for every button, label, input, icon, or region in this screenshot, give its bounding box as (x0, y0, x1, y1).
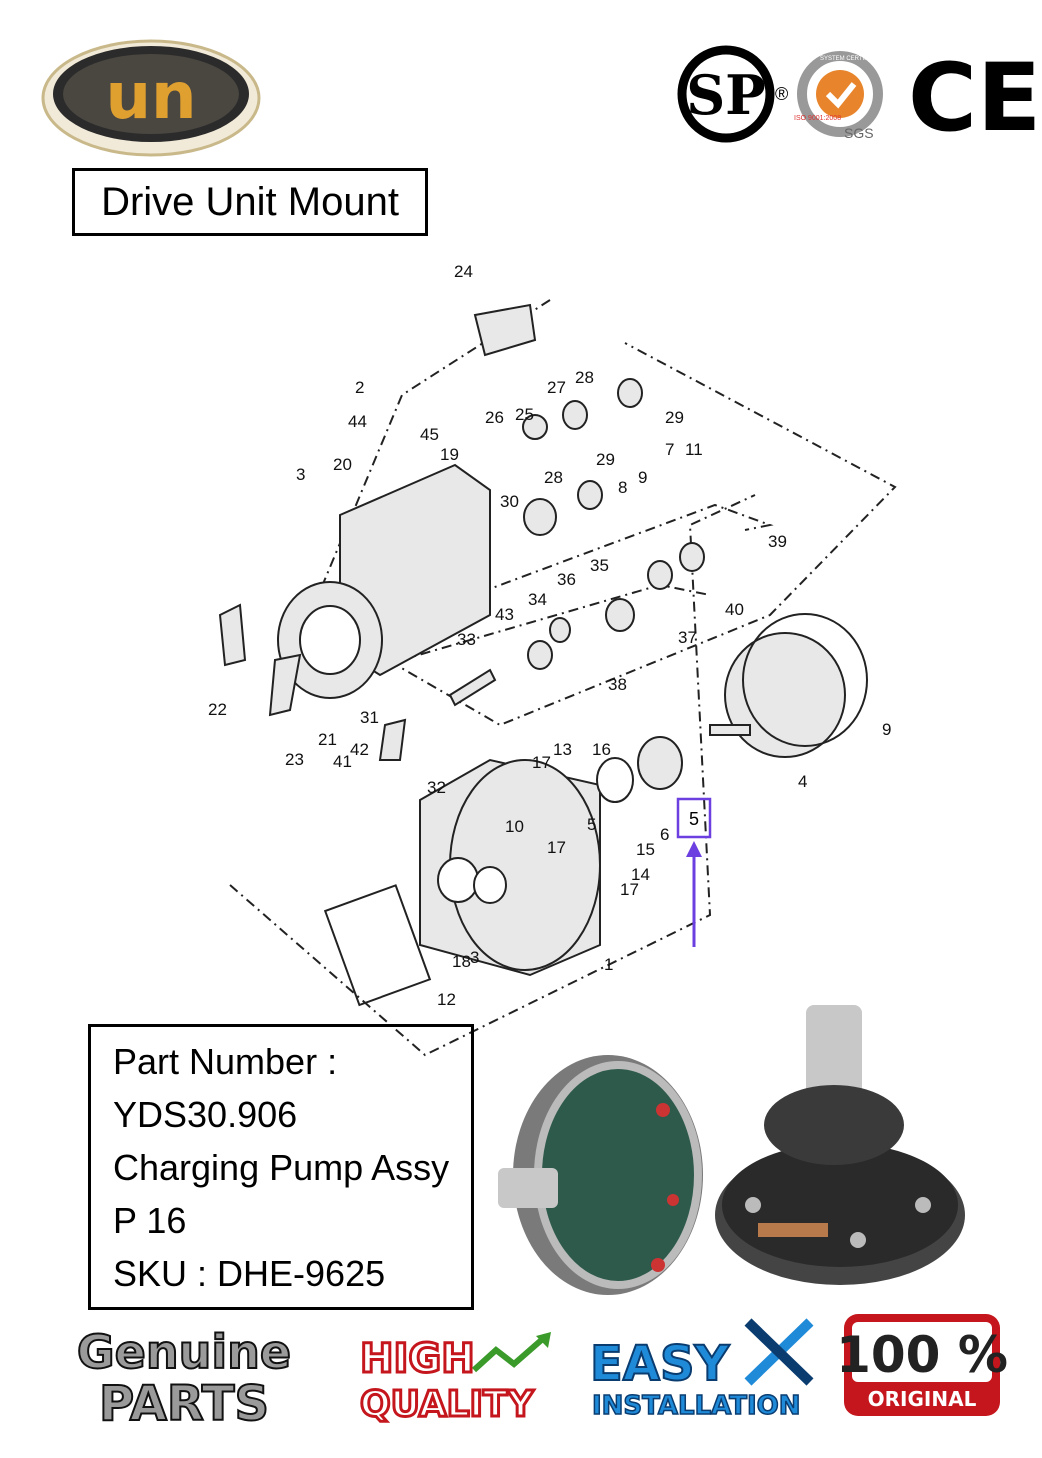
callout-number: 6 (660, 825, 669, 844)
callout-number: 42 (350, 740, 369, 759)
callout-number: 29 (665, 408, 684, 427)
callout-number: 10 (505, 817, 524, 836)
svg-text:EASY: EASY (590, 1336, 731, 1392)
callout-number: 16 (592, 740, 611, 759)
callout-number: 11 (685, 440, 703, 459)
svg-text:HIGH: HIGH (360, 1336, 475, 1382)
callout-number: 34 (528, 590, 547, 609)
brand-logo: un (41, 39, 261, 157)
callout-number: 31 (360, 708, 379, 727)
callout-number: 9 (638, 468, 647, 487)
logo-text: un (105, 60, 196, 134)
svg-text:®: ® (775, 84, 788, 104)
callout-number: 29 (596, 450, 615, 469)
callout-number: 7 (665, 440, 674, 459)
page-title: Drive Unit Mount (72, 168, 428, 236)
callout-number: 22 (208, 700, 227, 719)
callout-number: 28 (575, 368, 594, 387)
svg-text:SYSTEM CERTIFICATION: SYSTEM CERTIFICATION (820, 56, 892, 62)
callout-number: 15 (636, 840, 655, 859)
callout-number: 27 (547, 378, 566, 397)
original-100-badge: 100 % ORIGINAL (836, 1314, 1008, 1416)
callout-number: 43 (495, 605, 514, 624)
callout-number: 35 (590, 556, 609, 575)
svg-text:PARTS: PARTS (99, 1376, 269, 1432)
part-description: Charging Pump Assy (113, 1147, 450, 1188)
callout-number: 45 (420, 425, 439, 444)
callout-number: 17 (547, 838, 566, 857)
ce-mark-icon: CE (908, 44, 1041, 153)
callout-number: 13 (553, 740, 572, 759)
callout-number: 17 (532, 753, 551, 772)
callout-number: 36 (557, 570, 576, 589)
svg-text:SGS: SGS (844, 125, 874, 141)
highlight-callout: 5 (676, 797, 712, 947)
callout-number: 32 (427, 778, 446, 797)
high-quality-badge: HIGH QUALITY (359, 1332, 551, 1427)
callout-number: 20 (333, 455, 352, 474)
svg-text:Genuine: Genuine (77, 1325, 291, 1379)
svg-text:INSTALLATION: INSTALLATION (592, 1391, 801, 1421)
product-photo-side (498, 1055, 703, 1295)
callout-number: 33 (457, 630, 476, 649)
callout-number: 28 (544, 468, 563, 487)
callout-number: 3 (296, 465, 305, 484)
genuine-parts-badge: Genuine PARTS (76, 1324, 292, 1433)
callout-number: 18 (452, 952, 471, 971)
svg-text:CE: CE (908, 44, 1041, 153)
part-number-value: YDS30.906 (113, 1094, 298, 1135)
easy-installation-badge: EASY INSTALLATION (589, 1318, 814, 1422)
callout-number: 3 (470, 948, 479, 967)
svg-text:100 %: 100 % (836, 1326, 1008, 1384)
callout-number: 17 (620, 880, 639, 899)
svg-text:QUALITY: QUALITY (360, 1384, 534, 1425)
iso-sgs-cert-icon: SGS SYSTEM CERTIFICATION ISO 9001:2008 (794, 51, 892, 141)
callout-number: 23 (285, 750, 304, 769)
svg-text:SP: SP (686, 63, 766, 127)
callout-number: 24 (454, 262, 473, 281)
callout-number: 21 (318, 730, 337, 749)
callout-number: 39 (768, 532, 787, 551)
callout-number: 40 (725, 600, 744, 619)
svg-text:ISO 9001:2008: ISO 9001:2008 (794, 115, 841, 122)
callout-number: 26 (485, 408, 504, 427)
callout-number: 44 (348, 412, 367, 431)
product-photo-front (715, 1005, 965, 1285)
callout-number: 30 (500, 492, 519, 511)
callout-number: 1 (604, 955, 613, 974)
callout-number: 12 (437, 990, 456, 1009)
svg-text:5: 5 (689, 809, 699, 829)
callout-number: 2 (355, 378, 364, 397)
callout-number: 4 (798, 772, 807, 791)
part-variant: P 16 (113, 1200, 187, 1241)
callout-number: 19 (440, 445, 459, 464)
part-number-label: Part Number : (113, 1041, 338, 1082)
callout-number: 41 (333, 752, 352, 771)
csa-cert-icon: SP ® (677, 45, 788, 143)
callout-number: 25 (515, 405, 534, 424)
callout-number: 5 (587, 815, 596, 834)
sku-text: SKU : DHE-9625 (113, 1253, 386, 1294)
callout-number: 37 (678, 628, 697, 647)
callout-number: 9 (882, 720, 891, 739)
callout-number: 14 (631, 865, 650, 884)
callout-number: 38 (608, 675, 627, 694)
part-info-box: Part Number : YDS30.906 Charging Pump As… (88, 1024, 474, 1310)
svg-text:ORIGINAL: ORIGINAL (868, 1387, 977, 1411)
callout-number: 8 (618, 478, 627, 497)
